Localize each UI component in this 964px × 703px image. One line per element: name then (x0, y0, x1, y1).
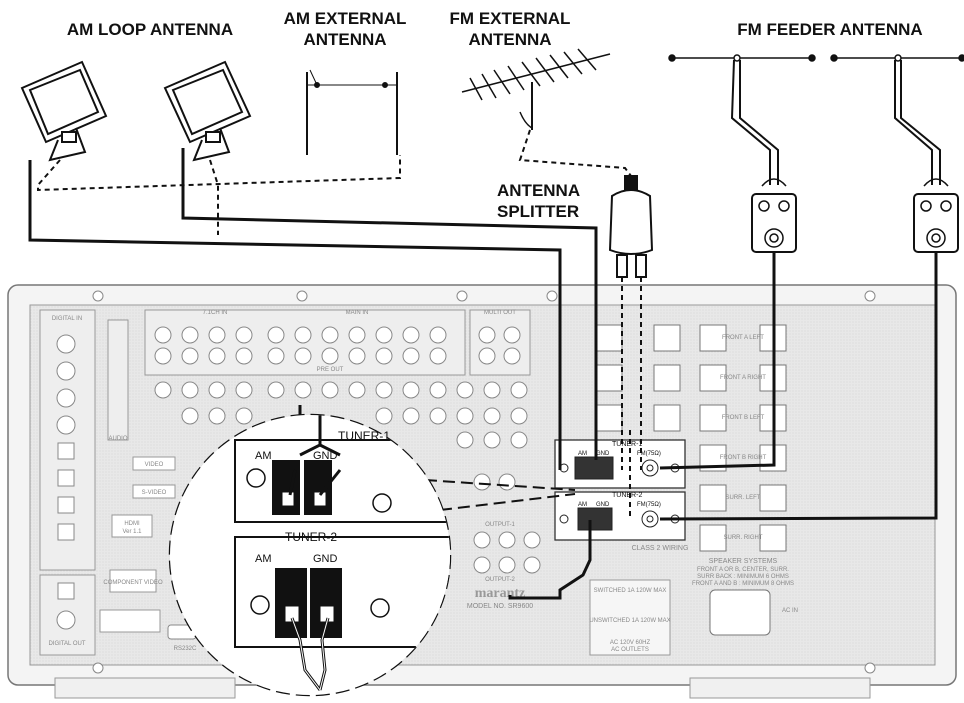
hdmi-text: HDMI (124, 521, 140, 527)
surr-right-text: SURR. RIGHT (724, 535, 763, 541)
speaker-note-2: SURR BACK : MINIMUM 6 OHMS (697, 574, 789, 580)
ch71-in-text: 7.1CH IN (203, 310, 228, 316)
switched-text: SWITCHED 1A 120W MAX (594, 588, 667, 594)
s-video-text: S-VIDEO (142, 490, 167, 496)
rs232-text: RS232C (174, 646, 197, 652)
fm75-tuner2-text: FM(75Ω) (637, 502, 661, 508)
am-loop-antenna-2 (165, 62, 250, 160)
speaker-note-1: FRONT A OR B, CENTER, SURR. (697, 567, 789, 573)
am-loop-antenna-1 (22, 62, 106, 160)
ac-in-text: AC IN (782, 608, 798, 614)
output2-text: OUTPUT-2 (485, 577, 515, 583)
unswitched-text: UNSWITCHED 1A 120W MAX (589, 618, 670, 624)
front-a-right-text: FRONT A RIGHT (720, 375, 766, 381)
gnd-small-text-1: GND (596, 451, 610, 457)
zoom-gnd-text-1: GND (313, 450, 338, 462)
tuner2-small-text: TUNER-2 (612, 492, 642, 499)
speaker-systems-text: SPEAKER SYSTEMS (709, 558, 778, 565)
zoom-gnd-text-2: GND (313, 553, 338, 565)
am-external-antenna (307, 70, 397, 155)
ac-outlets-text-2: AC OUTLETS (611, 647, 649, 653)
fm-external-antenna (462, 49, 610, 130)
zoom-tuner1-text: TUNER-1 (338, 429, 390, 443)
main-in-text: MAIN IN (346, 310, 369, 316)
front-a-left-text: FRONT A LEFT (722, 335, 764, 341)
tuner1-small-text: TUNER-1 (612, 441, 642, 448)
model-number-text: MODEL NO. SR9600 (467, 603, 533, 610)
component-text: COMPONENT VIDEO (103, 580, 163, 586)
zoom-tuner2-text: TUNER-2 (285, 530, 337, 544)
digital-out-text: DIGITAL OUT (48, 641, 85, 647)
audio-text: AUDIO (108, 436, 127, 442)
am-small-text-1: AM (578, 451, 587, 457)
ilink-block (108, 320, 128, 440)
multi-out-text: MULTI OUT (484, 310, 516, 316)
antenna-splitter (610, 176, 652, 277)
zoom-am-text-2: AM (255, 553, 272, 565)
receiver-foot-right (690, 678, 870, 698)
fm-feeder-antenna-1 (669, 55, 815, 252)
video-text: VIDEO (145, 462, 164, 468)
gnd-small-text-2: GND (596, 502, 610, 508)
fm-feeder-antenna-2 (831, 55, 964, 252)
tuner2-terminal-box (555, 492, 685, 540)
hdmi-ver-text: Ver 1.1 (122, 529, 142, 535)
digital-in-text: DIGITAL IN (52, 316, 82, 322)
ac-outlets-text-1: AC 120V 60HZ (610, 640, 651, 646)
output1-text: OUTPUT-1 (485, 522, 515, 528)
receiver-rear-panel: DIGITAL IN DIGITAL OUT (8, 285, 956, 698)
front-b-right-text: FRONT B RIGHT (720, 455, 767, 461)
surr-left-text: SURR. LEFT (725, 495, 760, 501)
class2-text: CLASS 2 WIRING (632, 545, 689, 552)
front-b-left-text: FRONT B LEFT (722, 415, 765, 421)
component-jacks-box (100, 610, 160, 632)
am-small-text-2: AM (578, 502, 587, 508)
ac-inlet (710, 590, 770, 635)
speaker-note-3: FRONT A AND B : MINIMUM 8 OHMS (692, 581, 794, 587)
receiver-foot-left (55, 678, 235, 698)
zoom-am-text-1: AM (255, 450, 272, 462)
pre-out-text: PRE OUT (317, 367, 344, 373)
